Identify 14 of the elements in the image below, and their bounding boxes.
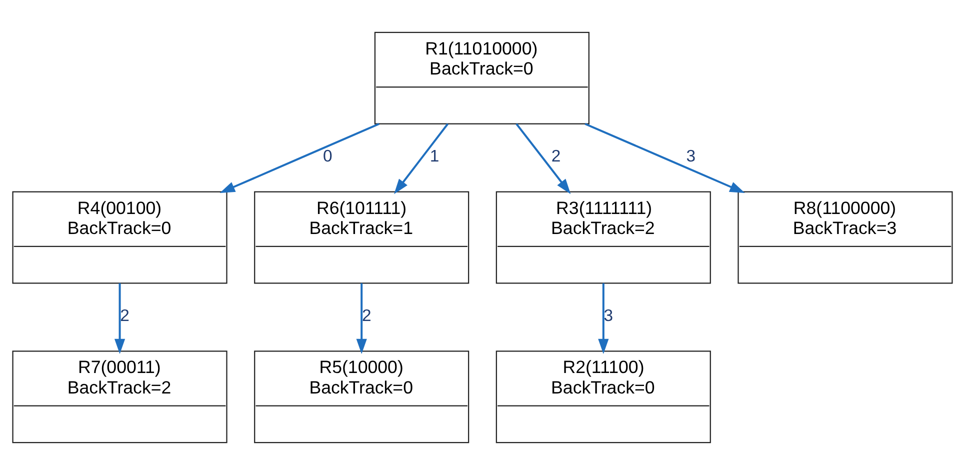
edge-label: 1: [430, 146, 440, 166]
edge-label: 2: [551, 146, 561, 166]
edge-label: 2: [120, 306, 130, 325]
arrow: [356, 282, 367, 354]
arrow: [598, 282, 609, 354]
arrow: [220, 122, 380, 192]
arrow: [584, 122, 745, 192]
edge-label: 3: [604, 306, 614, 325]
arrow: [516, 122, 571, 194]
edge-label: 0: [322, 146, 332, 166]
arrow: [394, 122, 449, 194]
edge-label: 3: [686, 146, 696, 166]
arrow: [114, 282, 126, 354]
edge-label: 2: [362, 306, 372, 325]
